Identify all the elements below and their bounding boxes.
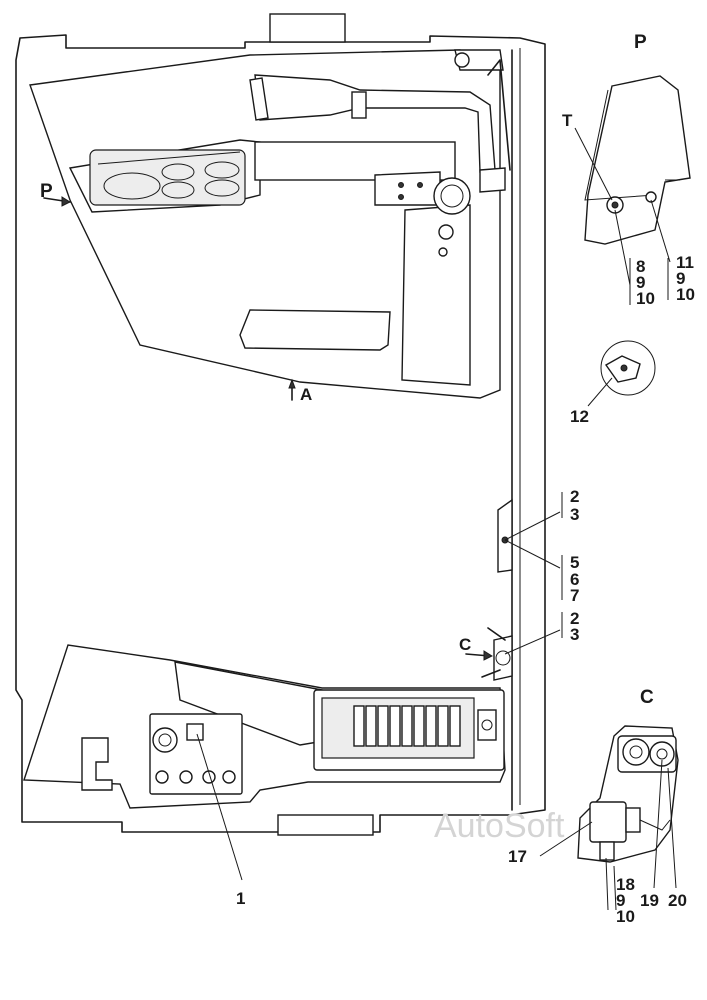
view-title-c: C [640, 687, 654, 708]
leader-lines [196, 127, 677, 911]
detail-view-c [577, 725, 679, 863]
label-p-11: 11 [676, 253, 694, 272]
side-panel-mid [497, 498, 513, 573]
label-3-upper: 3 [570, 505, 579, 524]
fuse-block [353, 705, 461, 747]
label-12: 12 [570, 407, 589, 426]
label-18: 18 [616, 875, 635, 894]
upper-dashboard [29, 49, 501, 399]
label-6: 6 [570, 570, 579, 589]
label-9-c: 9 [616, 891, 625, 910]
label-5: 5 [570, 553, 579, 572]
callout-t: T [562, 111, 573, 130]
view-arrow-c [465, 650, 494, 661]
connector-bracket [481, 627, 513, 681]
label-17: 17 [508, 847, 527, 866]
label-10-c: 10 [616, 907, 635, 926]
cab-frame [15, 13, 546, 836]
label-p-8: 8 [636, 257, 645, 276]
air-duct [249, 49, 511, 193]
label-p-10-right: 10 [676, 285, 695, 304]
detail-circle-12 [600, 340, 656, 396]
label-p-9-left: 9 [636, 273, 645, 292]
label-1: 1 [236, 889, 245, 908]
view-title-p: P [634, 32, 647, 53]
arrow-label-a: A [300, 385, 312, 404]
view-arrow-a [288, 378, 296, 401]
label-2-upper: 2 [570, 487, 579, 506]
label-20: 20 [668, 891, 687, 910]
label-7: 7 [570, 586, 579, 605]
arrow-label-p: P [40, 181, 53, 202]
label-2-lower: 2 [570, 609, 579, 628]
arrow-label-c: C [459, 635, 471, 654]
label-p-10-left: 10 [636, 289, 655, 308]
watermark-text: AutoSoft [434, 807, 565, 845]
detail-view-p [584, 75, 691, 245]
view-arrow-p [43, 196, 72, 207]
lower-console [23, 644, 506, 809]
label-19: 19 [640, 891, 659, 910]
label-p-9-right: 9 [676, 269, 685, 288]
label-3-lower: 3 [570, 625, 579, 644]
